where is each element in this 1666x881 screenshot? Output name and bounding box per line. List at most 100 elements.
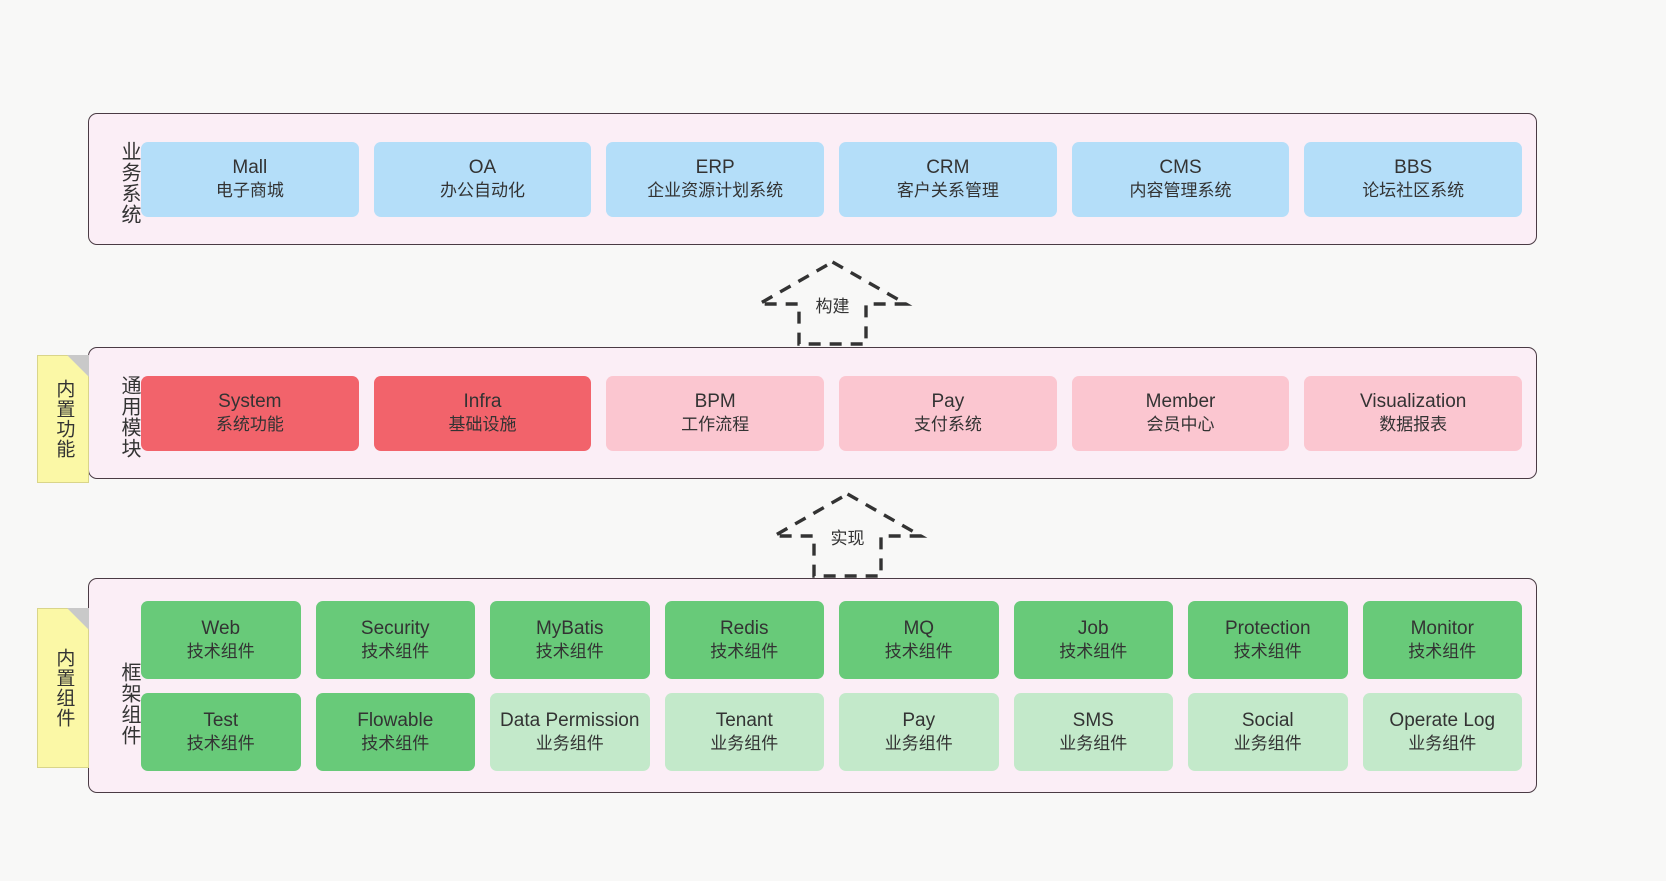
box-title: Protection (1224, 617, 1311, 639)
box-subtitle: 电子商城 (215, 181, 284, 201)
box-subtitle: 办公自动化 (440, 181, 525, 201)
box-title: BBS (1394, 157, 1433, 179)
box-subtitle: 业务组件 (1408, 733, 1477, 753)
section-label-business-systems: 业务系统 (118, 141, 140, 225)
box-title: Security (360, 617, 430, 639)
note-fold-corner-icon (67, 608, 89, 630)
box-subtitle: 技术组件 (361, 641, 430, 661)
box-subtitle: 工作流程 (681, 415, 750, 435)
box-title: Tenant (715, 709, 773, 731)
box-title: MQ (903, 617, 935, 639)
box-title: CMS (1159, 157, 1202, 179)
note-fold-corner-icon (67, 355, 89, 377)
box-subtitle: 客户关系管理 (896, 181, 999, 201)
box-title: Operate Log (1389, 709, 1496, 731)
note-builtin-functions: 内置功能 (37, 355, 89, 483)
section-label-common-modules: 通用模块 (118, 375, 140, 459)
box-title: Pay (902, 709, 936, 731)
arrow-implement-shape (767, 492, 928, 578)
box-subtitle: 企业资源计划系统 (647, 181, 784, 201)
box-subtitle: 技术组件 (535, 641, 604, 661)
box-title: Redis (719, 617, 769, 639)
box-subtitle: 技术组件 (1408, 641, 1477, 661)
box-subtitle: 技术组件 (186, 641, 255, 661)
arrow-implement: 实现 (767, 490, 928, 578)
box-subtitle: 论坛社区系统 (1362, 181, 1465, 201)
box-subtitle: 基础设施 (448, 415, 517, 435)
box-subtitle: 系统功能 (215, 415, 284, 435)
box-title: Test (203, 709, 239, 731)
box-title: Monitor (1410, 617, 1474, 639)
box-title: Visualization (1360, 391, 1467, 413)
box-subtitle: 业务组件 (1233, 733, 1302, 753)
box-subtitle: 技术组件 (884, 641, 953, 661)
box-title: Social (1241, 709, 1294, 731)
box-title: Flowable (357, 709, 434, 731)
box-title: ERP (695, 157, 735, 179)
box-title: SMS (1072, 709, 1114, 731)
box-subtitle: 数据报表 (1379, 415, 1448, 435)
box-subtitle: 技术组件 (710, 641, 779, 661)
box-title: OA (468, 157, 497, 179)
box-title: Pay (931, 391, 965, 413)
box-title: CRM (926, 157, 970, 179)
box-title: BPM (694, 391, 736, 413)
arrow-build: 构建 (752, 258, 913, 346)
box-subtitle: 支付系统 (913, 415, 982, 435)
box-subtitle: 内容管理系统 (1129, 181, 1232, 201)
box-subtitle: 业务组件 (884, 733, 953, 753)
box-subtitle: 业务组件 (535, 733, 604, 753)
box-subtitle: 业务组件 (1059, 733, 1128, 753)
note-builtin-components-label: 内置组件 (53, 648, 75, 728)
box-title: Data Permission (500, 709, 640, 731)
box-title: Mall (232, 157, 268, 179)
note-builtin-components: 内置组件 (37, 608, 89, 768)
box-title: System (218, 391, 282, 413)
box-subtitle: 技术组件 (1233, 641, 1302, 661)
note-builtin-functions-label: 内置功能 (53, 379, 75, 459)
box-subtitle: 技术组件 (186, 733, 255, 753)
box-subtitle: 技术组件 (1059, 641, 1128, 661)
box-subtitle: 技术组件 (361, 733, 430, 753)
box-title: Web (201, 617, 241, 639)
box-title: MyBatis (535, 617, 604, 639)
box-title: Infra (463, 391, 502, 413)
